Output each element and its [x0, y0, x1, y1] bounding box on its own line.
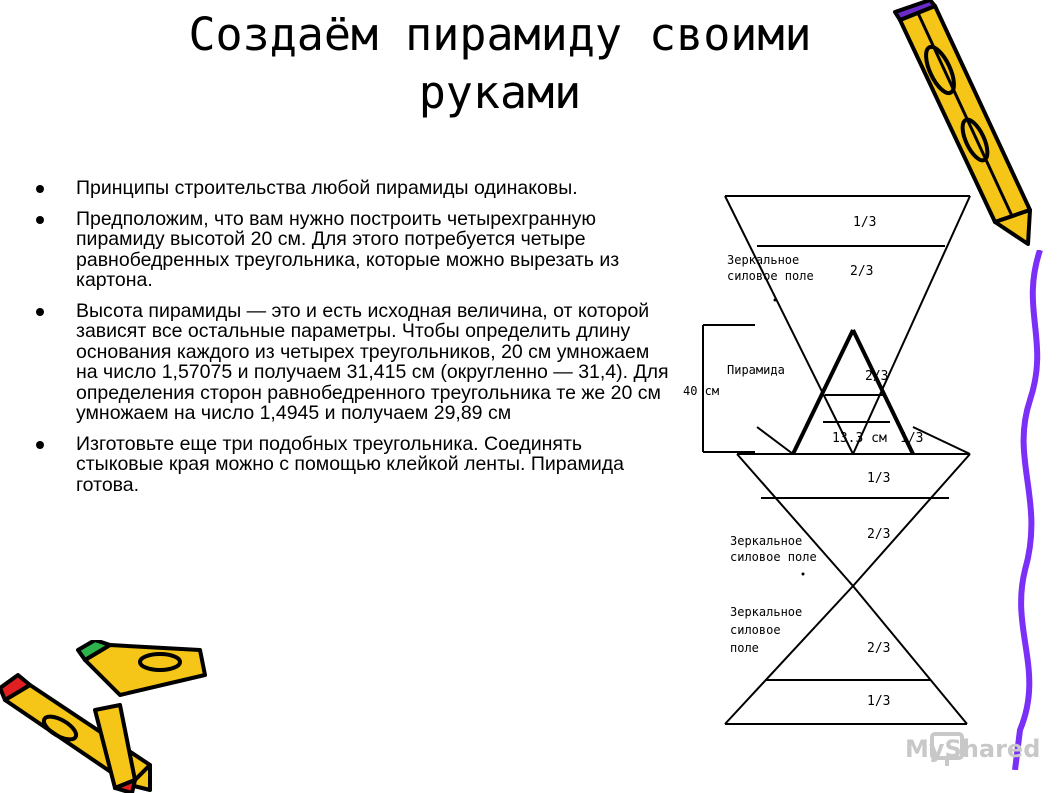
bullet-list: Принципы строительства любой пирамиды од…	[34, 178, 674, 505]
bullet-item: Высота пирамиды — это и есть исходная ве…	[34, 299, 674, 424]
label-mid-two-third: 2/3	[867, 527, 890, 542]
label-base-width: 13.3 см	[832, 431, 887, 446]
label-top-two-third: 2/3	[850, 264, 873, 279]
bullet-text: Принципы строительства любой пирамиды од…	[76, 177, 578, 199]
bullet-text: Изготовьте еще три подобных треугольника…	[76, 432, 624, 496]
bullet-dot	[36, 440, 44, 449]
label-top-one-third: 1/3	[853, 215, 876, 230]
label-mirror-field-3b: силовое	[730, 623, 781, 637]
bullet-text: Предположим, что вам нужно построить чет…	[76, 207, 620, 291]
slide-title: Создаём пирамиду своими руками	[188, 8, 812, 119]
bullet-dot	[36, 307, 44, 316]
label-mirror-field-2a: Зеркальное	[730, 534, 802, 548]
label-pyramid: Пирамида	[727, 363, 785, 377]
bullet-item: Принципы строительства любой пирамиды од…	[34, 178, 674, 199]
label-mirror-field-3a: Зеркальное	[730, 605, 802, 619]
label-mirror-field-3c: поле	[730, 641, 759, 655]
label-height: 40 см	[683, 384, 719, 398]
pencils-bottom-left-illustration	[0, 640, 207, 793]
label-mirror-field-2b: силовое поле	[730, 550, 817, 564]
bullet-dot	[36, 185, 44, 193]
bullet-dot	[36, 215, 44, 224]
myshared-logo-icon	[930, 732, 964, 766]
pyramid-diagram: 1/3 2/3 Зеркальное силовое поле Пирамида…	[683, 195, 971, 725]
watermark-text: MyShared	[905, 735, 1041, 763]
pencil-top-right-illustration	[893, 0, 1032, 246]
bullet-item: Предположим, что вам нужно построить чет…	[34, 207, 674, 291]
bullet-item: Изготовьте еще три подобных треугольника…	[34, 432, 674, 496]
bullet-text: Высота пирамиды — это и есть исходная ве…	[76, 299, 669, 424]
label-base-one-third: 1/3	[900, 431, 923, 446]
label-bottom-one-third: 1/3	[867, 694, 890, 709]
label-mirror-field-1b: силовое поле	[727, 269, 814, 283]
label-bottom-two-third: 2/3	[867, 641, 890, 656]
label-pyr-two-third: 2/3	[865, 369, 888, 384]
label-mirror-field-1a: Зеркальное	[727, 253, 799, 267]
decorative-squiggle	[1012, 250, 1043, 770]
label-mid-one-third: 1/3	[867, 471, 890, 486]
